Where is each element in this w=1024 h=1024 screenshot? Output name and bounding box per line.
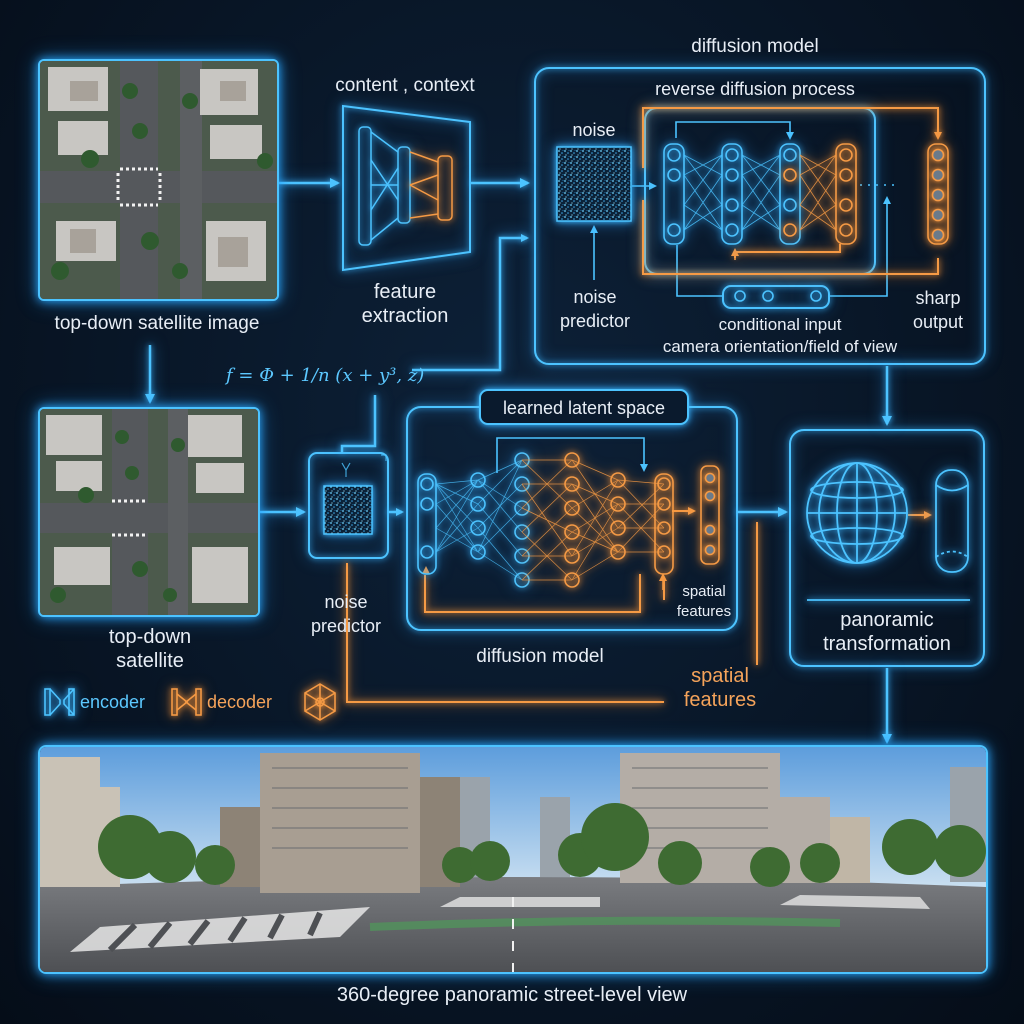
diffusion-model-top-label: diffusion model (691, 36, 819, 57)
globe-icon (806, 462, 970, 601)
satellite-top-label: top-down satellite image (54, 313, 260, 334)
panoramic-transformation-label: panoramic transformation (823, 609, 951, 655)
noise-predictor-top-label: noise predictor (559, 287, 631, 331)
spatial-features-small-label: spatial features (676, 583, 732, 620)
decoder-icon (171, 688, 202, 716)
reverse-diffusion-label: reverse diffusion process (655, 79, 855, 99)
noise-square-top (556, 146, 632, 222)
noise-label: noise (572, 120, 616, 140)
noise-predictor-mid-label: noise predictor (310, 592, 382, 636)
learned-latent-label: learned latent space (502, 398, 666, 418)
noise-square-mid (323, 485, 373, 535)
encoder-icon (44, 688, 75, 716)
diffusion-model-mid-label: diffusion model (476, 646, 604, 667)
feature-extraction-box (342, 104, 471, 272)
spatial-features-big-label: spatial features (683, 665, 757, 711)
noise-predictor-mid-box (308, 452, 389, 559)
satellite-bottom-label: top-down satellite (108, 626, 192, 672)
formula-label: f = Φ + 1/n (x + y³, z) (226, 365, 425, 386)
sharp-output-label: sharp output (912, 288, 964, 332)
satellite-image-bottom (38, 407, 260, 617)
content-context-label: content , context (335, 75, 475, 96)
feature-extraction-label: feature extraction (361, 281, 449, 327)
panoramic-transformation-box (789, 429, 985, 667)
panorama-caption: 360-degree panoramic street-level view (336, 984, 688, 1006)
legend-encoder-label: encoder (80, 692, 146, 712)
satellite-image-top (38, 59, 279, 301)
diffusion-model-top-box (534, 67, 986, 365)
network-cluster-icon (304, 683, 336, 721)
panorama-image (38, 745, 988, 974)
legend-decoder-label: decoder (207, 692, 273, 712)
conditional-input-label: conditional input (718, 315, 842, 334)
cylinder-icon (935, 469, 969, 573)
camera-orientation-label: camera orientation/field of view (662, 337, 898, 356)
learned-latent-pill (479, 389, 689, 425)
